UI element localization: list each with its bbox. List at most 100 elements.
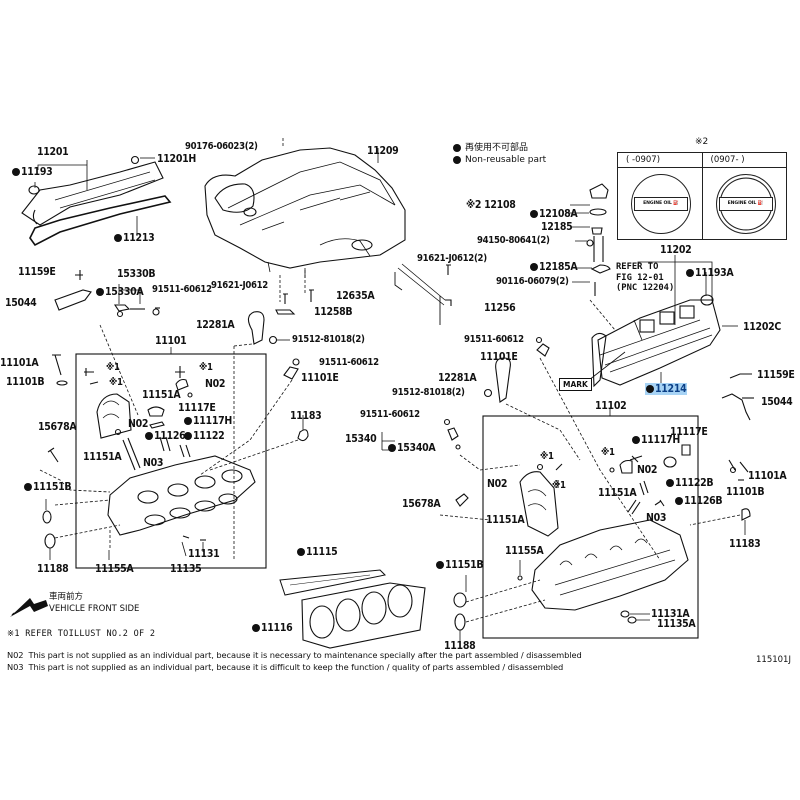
part-label[interactable]: 12185A bbox=[530, 261, 578, 273]
reference-note: ※1 REFER TOILLUST NO.2 OF 2 bbox=[7, 629, 156, 639]
part-label[interactable]: 11131 bbox=[188, 548, 220, 560]
part-label[interactable]: 11135 bbox=[170, 563, 202, 575]
part-label[interactable]: 15678A bbox=[402, 498, 441, 510]
part-label[interactable]: 15340A bbox=[388, 442, 436, 454]
refer-line: (PNC 12204) bbox=[616, 283, 675, 293]
part-label[interactable]: 11101A bbox=[748, 470, 787, 482]
part-label[interactable]: 12185 bbox=[541, 221, 573, 233]
part-label[interactable]: 11151B bbox=[436, 559, 484, 571]
part-label[interactable]: 11101A bbox=[0, 357, 39, 369]
part-label[interactable]: N03 bbox=[646, 512, 667, 524]
part-label[interactable]: 11126B bbox=[675, 495, 723, 507]
part-label[interactable]: 94150-80641(2) bbox=[477, 235, 550, 246]
part-label[interactable]: 11117H bbox=[184, 415, 232, 427]
part-label[interactable]: 11183 bbox=[729, 538, 761, 550]
legend-japanese-text: 再使用不可部品 bbox=[465, 143, 529, 153]
footnote-text: This part is not supplied as an individu… bbox=[28, 650, 582, 660]
vehicle-front-arrow-icon bbox=[10, 598, 48, 617]
oil-cap-early-icon: ENGINE OIL ⛽ bbox=[631, 174, 691, 234]
part-label[interactable]: 11116 bbox=[252, 622, 293, 634]
part-label[interactable]: 15340 bbox=[345, 433, 377, 445]
part-label[interactable]: 11159E bbox=[18, 266, 56, 278]
part-label[interactable]: 11155A bbox=[505, 545, 544, 557]
part-label[interactable]: N02 bbox=[128, 418, 149, 430]
part-label[interactable]: 11151A bbox=[598, 487, 637, 499]
non-reusable-bullet-icon bbox=[453, 156, 461, 164]
part-label[interactable]: 90176-06023(2) bbox=[185, 141, 258, 152]
part-label[interactable]: 91621-J0612 bbox=[211, 280, 268, 291]
part-label[interactable]: 12635A bbox=[336, 290, 375, 302]
part-label[interactable]: 11135A bbox=[657, 618, 696, 630]
part-label[interactable]: 11256 bbox=[484, 302, 516, 314]
part-label[interactable]: 11188 bbox=[37, 563, 69, 575]
part-label[interactable]: 11117E bbox=[178, 402, 216, 414]
legend-row-japanese: 再使用不可部品 bbox=[453, 142, 546, 154]
oil-cap-late-icon: ENGINE OIL ⛽ bbox=[715, 174, 776, 234]
part-label[interactable]: 91621-J0612(2) bbox=[417, 253, 487, 264]
part-label[interactable]: 91512-81018(2) bbox=[292, 334, 365, 345]
part-label[interactable]: 11202C bbox=[743, 321, 781, 333]
part-label[interactable]: 11193 bbox=[12, 166, 53, 178]
oil-cap-column-late: (0907- ) bbox=[701, 153, 787, 167]
part-label[interactable]: 91511-60612 bbox=[152, 284, 212, 295]
part-label[interactable]: 11159E bbox=[757, 369, 795, 381]
note-marker: ※1 bbox=[199, 362, 213, 373]
part-label[interactable]: 11101E bbox=[301, 372, 339, 384]
part-label[interactable]: 11155A bbox=[95, 563, 134, 575]
part-label[interactable]: 11202 bbox=[660, 244, 692, 256]
part-label[interactable]: 15044 bbox=[5, 297, 37, 309]
part-label[interactable]: 91511-60612 bbox=[360, 409, 420, 420]
part-label[interactable]: 12281A bbox=[196, 319, 235, 331]
part-label[interactable]: N02 bbox=[637, 464, 658, 476]
part-label[interactable]: 11201H bbox=[157, 153, 196, 165]
part-label[interactable]: 11151B bbox=[24, 481, 72, 493]
part-label[interactable]: 11102 bbox=[595, 400, 627, 412]
part-label[interactable]: 11101B bbox=[726, 486, 765, 498]
part-label[interactable]: 11101 bbox=[155, 335, 187, 347]
part-label[interactable]: 15330B bbox=[117, 268, 156, 280]
part-label-selected[interactable]: 11214 bbox=[645, 383, 688, 395]
part-label[interactable]: 11209 bbox=[367, 145, 399, 157]
part-label[interactable]: 11151A bbox=[486, 514, 525, 526]
cylinder-head-left-drawing bbox=[107, 455, 256, 536]
part-label[interactable]: 15044 bbox=[761, 396, 793, 408]
part-label[interactable]: 11101B bbox=[6, 376, 45, 388]
part-label[interactable]: 11201 bbox=[37, 146, 69, 158]
cylinder-head-right-drawing bbox=[531, 519, 689, 611]
oil-cap-table-note: ※2 bbox=[695, 137, 709, 147]
part-label[interactable]: 15330A bbox=[96, 286, 144, 298]
part-label[interactable]: 11151A bbox=[83, 451, 122, 463]
oil-cap-text: ENGINE OIL bbox=[643, 201, 672, 206]
part-label[interactable]: 11258B bbox=[314, 306, 353, 318]
part-label[interactable]: N02 bbox=[487, 478, 508, 490]
part-label[interactable]: 11213 bbox=[114, 232, 155, 244]
part-label[interactable]: 12281A bbox=[438, 372, 477, 384]
part-label[interactable]: N02 bbox=[205, 378, 226, 390]
part-label[interactable]: 11122 bbox=[184, 430, 225, 442]
part-label[interactable]: 91512-81018(2) bbox=[392, 387, 465, 398]
part-label[interactable]: 11188 bbox=[444, 640, 476, 652]
part-label[interactable]: 15678A bbox=[38, 421, 77, 433]
figure-id: 115101J bbox=[756, 655, 791, 665]
part-label[interactable]: 11183 bbox=[290, 410, 322, 422]
part-label[interactable]: 11193A bbox=[686, 267, 734, 279]
footnote-n03: N03 This part is not supplied as an indi… bbox=[7, 662, 563, 672]
part-label[interactable]: N03 bbox=[143, 457, 164, 469]
part-label[interactable]: 11122B bbox=[666, 477, 714, 489]
part-label[interactable]: 11126 bbox=[145, 430, 186, 442]
part-label[interactable]: 11117E bbox=[670, 426, 708, 438]
part-label[interactable]: 90116-06079(2) bbox=[496, 276, 569, 287]
part-label[interactable]: 11115 bbox=[297, 546, 338, 558]
part-label[interactable]: 11101E bbox=[480, 351, 518, 363]
part-label[interactable]: 11131A bbox=[651, 608, 690, 620]
part-label[interactable]: 12108A bbox=[530, 208, 578, 220]
part-label[interactable]: ※2 12108 bbox=[466, 199, 516, 211]
refer-line: FIG 12-01 bbox=[616, 272, 664, 283]
non-reusable-bullet-icon bbox=[453, 144, 461, 152]
part-label[interactable]: 11117H bbox=[632, 434, 680, 446]
part-label[interactable]: 91511-60612 bbox=[319, 357, 379, 368]
refer-box: REFER TO FIG 12-01 (PNC 12204) bbox=[616, 262, 674, 294]
part-label[interactable]: 91511-60612 bbox=[464, 334, 524, 345]
part-label[interactable]: 11151A bbox=[142, 389, 181, 401]
